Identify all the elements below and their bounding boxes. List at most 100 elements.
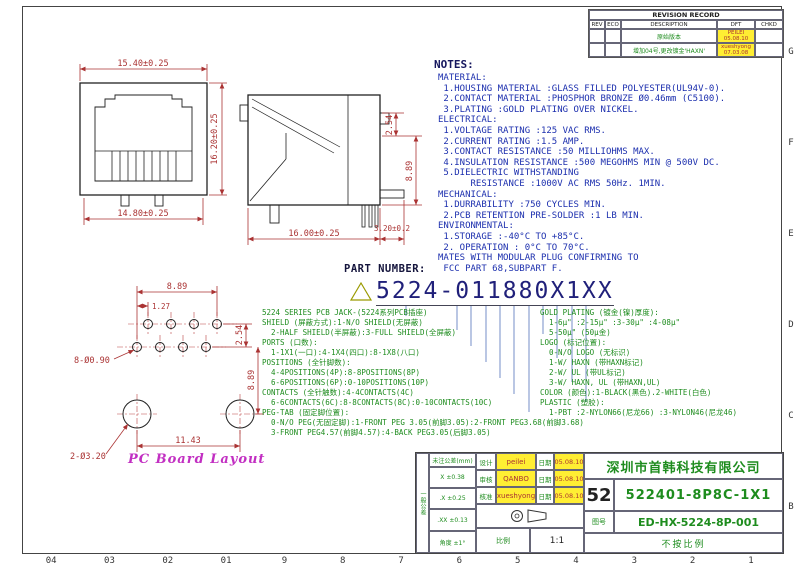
- zone-label: 03: [104, 556, 115, 566]
- part-number-left-legend: 5224 SERIES PCB JACK-(5224系列PCB插座) SHIEL…: [262, 308, 584, 437]
- zone-label: 7: [398, 556, 404, 566]
- zone-label: 01: [220, 556, 232, 566]
- front-peg: [154, 194, 164, 207]
- approval-date: 05.08.10: [554, 487, 584, 504]
- pcb-small-hole-label: 8-Ø0.90: [74, 355, 110, 366]
- scale-label: 比例: [476, 528, 530, 553]
- eco-cell: [605, 43, 621, 57]
- pcb-span-dim: 8.89: [167, 282, 187, 292]
- pcb-offset-dim: 1.27: [152, 302, 170, 311]
- rev-cell: [589, 43, 605, 57]
- third-angle-projection-icon: [511, 509, 547, 523]
- company-name: 深圳市首韩科技有限公司: [584, 453, 783, 479]
- approval-name: QANBO: [496, 470, 536, 487]
- approval-name: xueshyong: [496, 487, 536, 504]
- approval-date: 05.08.10: [554, 470, 584, 487]
- zone-label: 1: [748, 556, 754, 566]
- side-view-outline: [239, 94, 405, 228]
- pcb-dimension-lines: [105, 286, 264, 455]
- front-dimension-lines: [79, 64, 227, 225]
- col-header-rev: REV: [589, 20, 605, 29]
- eco-cell: [605, 29, 621, 43]
- dft-name: xueshyong: [720, 43, 752, 50]
- pcb-holes: [122, 319, 255, 429]
- tolerance-side-label: 一般公差: [416, 453, 429, 553]
- zone-label: G: [788, 46, 794, 57]
- revision-record-table: REVISION RECORD REV ECO DESCRIPTION DFT …: [588, 9, 784, 58]
- zone-label: B: [788, 501, 794, 512]
- front-peg: [120, 194, 130, 207]
- contact-comb: [111, 151, 177, 181]
- notes-heading: NOTES:: [434, 58, 474, 71]
- front-bottom-width-dim: 14.80±0.25: [117, 209, 168, 219]
- front-view-outline: [79, 82, 208, 207]
- tolerance-row: 角度 ±1°: [429, 531, 476, 553]
- revision-triangle-icon: [349, 281, 373, 301]
- scale-value: 1:1: [530, 528, 584, 553]
- side-mount-post: [239, 104, 249, 122]
- zone-label: 2: [689, 556, 696, 566]
- side-pitch-dim: 2.54: [385, 115, 395, 135]
- zone-label: 8: [340, 556, 346, 566]
- zone-label: 4: [573, 556, 579, 566]
- front-height-dim: 16.20±0.25: [210, 113, 220, 164]
- contact-pin: [368, 204, 373, 228]
- notes-text: MATERIAL: 1.HOUSING MATERIAL :GLASS FILL…: [438, 73, 726, 274]
- front-width-dim: 15.40±0.25: [117, 59, 168, 69]
- part-number-heading: PART NUMBER:: [344, 263, 426, 275]
- pcb-layout-view: 8.89 1.27 2.54 8.89 11.43 8-Ø0.90 2-Ø3.2…: [70, 282, 264, 462]
- zone-label: F: [788, 137, 794, 148]
- col-header-eco: ECO: [605, 20, 621, 29]
- mount-hole: [122, 399, 152, 429]
- zone-label: C: [788, 410, 794, 421]
- zone-label: D: [788, 319, 794, 330]
- tolerance-row: .XX ±0.13: [429, 509, 476, 531]
- bottom-zone-band: 04 03 02 01 9 8 7 6 5 4 3 2 1: [22, 556, 780, 572]
- dft-date: 07.03.08: [723, 50, 749, 56]
- connector-side-view: 2.54 8.89 16.00±0.25 3.20±0.2: [239, 94, 422, 245]
- approval-role: 核准: [476, 487, 496, 504]
- revision-table-title: REVISION RECORD: [589, 10, 783, 20]
- date-label: 日期: [536, 453, 554, 470]
- date-label: 日期: [536, 487, 554, 504]
- rev-cell: [589, 29, 605, 43]
- side-tail-stub: [379, 189, 405, 199]
- zone-label: E: [788, 228, 794, 239]
- chkd-cell: [755, 29, 783, 43]
- chkd-cell: [755, 43, 783, 57]
- part-number-right-legend: GOLD PLATING (镀金(镍)厚度): 1-6μ" :2-15μ" :3…: [540, 308, 738, 417]
- zone-label: 5: [514, 556, 521, 566]
- dft-name: PEILEI: [727, 29, 745, 36]
- col-header-dft: DFT: [717, 20, 755, 29]
- tolerance-row: .X ±0.25: [429, 488, 476, 509]
- side-depth-dim: 16.00±0.25: [288, 229, 339, 239]
- tolerance-row: X ±0.38: [429, 467, 476, 488]
- col-header-description: DESCRIPTION: [621, 20, 717, 29]
- tolerance-header: 未注公差(mm): [429, 453, 476, 467]
- pcb-big-hole-label: 2-Ø3.20: [70, 451, 106, 462]
- pcb-pitch-dim: 2.54: [235, 325, 245, 345]
- side-dimension-lines: [247, 112, 422, 245]
- pcb-hole-span-dim: 11.43: [175, 436, 201, 446]
- no-scale-note: 不按比例: [584, 533, 783, 553]
- zone-label: 9: [281, 556, 288, 566]
- mount-hole: [225, 399, 255, 429]
- drawing-border-frame: [22, 6, 782, 554]
- connector-front-view: 15.40±0.25 14.80±0.25 16.20±0.25: [79, 59, 227, 225]
- sheet-number: 52: [584, 479, 614, 511]
- col-header-chkd: CHKD: [755, 20, 783, 29]
- dft-cell: PEILEI 05.08.10: [717, 29, 755, 43]
- part-name: 522401-8P8C-1X1: [614, 479, 783, 511]
- dft-cell: xueshyong 07.03.08: [717, 43, 755, 57]
- side-tail-dim: 3.20±0.2: [374, 224, 410, 233]
- title-block: 一般公差 未注公差(mm) X ±0.38 .X ±0.25 .XX ±0.13…: [415, 452, 784, 554]
- side-height-dim: 8.89: [405, 161, 415, 181]
- approval-date: 05.08.10: [554, 453, 584, 470]
- pcb-layout-title: PC Board Layout: [128, 452, 266, 467]
- description-cell: 原始版本: [621, 29, 717, 43]
- latch-line: [249, 158, 287, 202]
- zone-label: 04: [45, 556, 57, 566]
- approval-name: peilei: [496, 453, 536, 470]
- zone-label: 3: [631, 556, 637, 566]
